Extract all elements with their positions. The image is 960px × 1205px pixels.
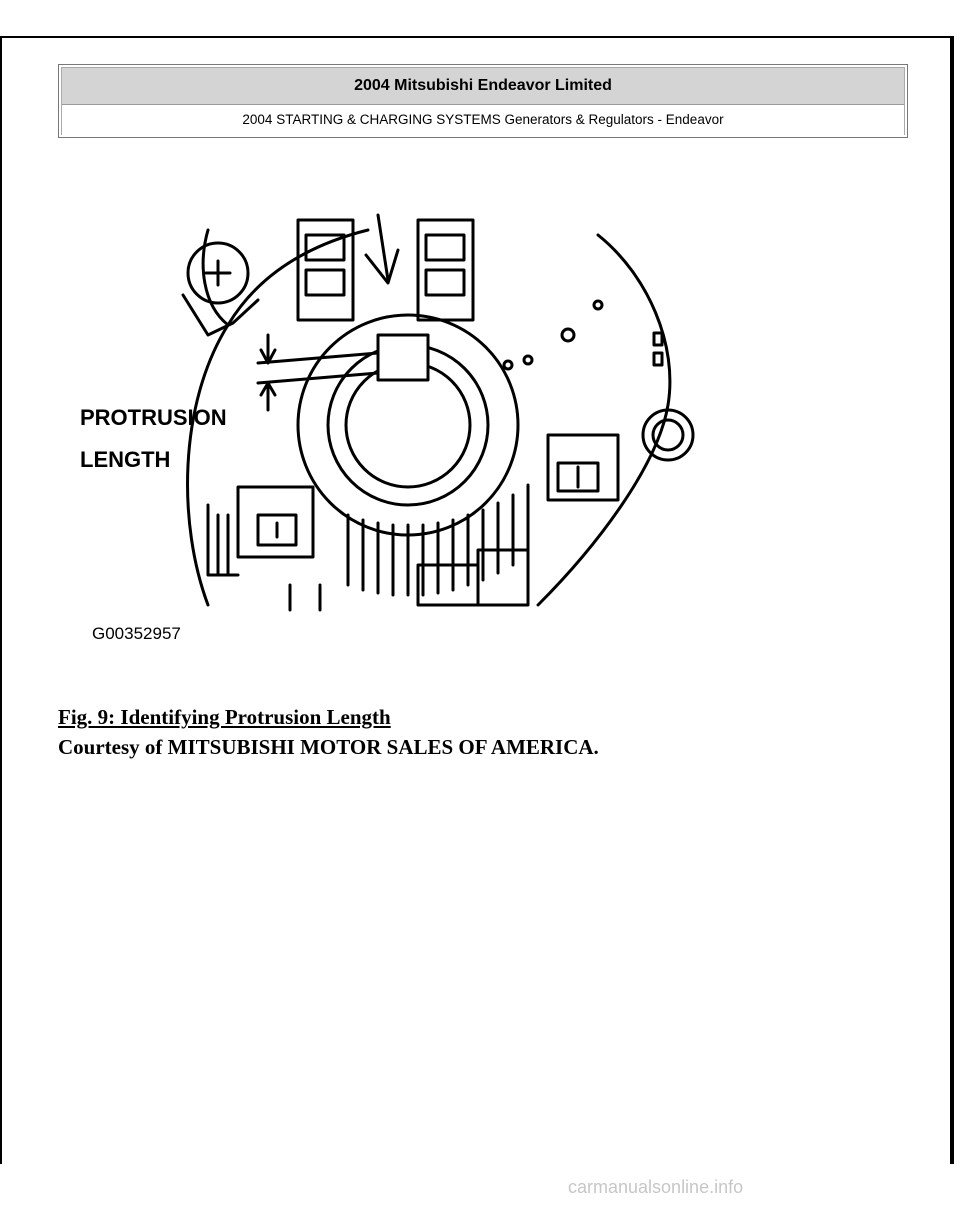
housing-outline-right	[536, 233, 672, 607]
figure-code: G00352957	[92, 624, 181, 643]
housing-top-left	[201, 228, 230, 327]
protrusion-line-bottom	[256, 371, 380, 385]
figure-caption: Fig. 9: Identifying Protrusion Length Co…	[58, 702, 898, 762]
header-subtitle: 2004 STARTING & CHARGING SYSTEMS Generat…	[62, 105, 904, 135]
header-inner: 2004 Mitsubishi Endeavor Limited 2004 ST…	[61, 67, 905, 135]
arrow-stem	[376, 213, 390, 282]
label-length: LENGTH	[80, 447, 170, 472]
figure-courtesy: Courtesy of MITSUBISHI MOTOR SALES OF AM…	[58, 735, 599, 759]
inner-ring	[344, 361, 472, 489]
protrusion-tab	[376, 333, 430, 382]
watermark: carmanualsonline.info	[568, 1177, 744, 1197]
arrow-head	[364, 248, 400, 285]
housing-outline-left	[186, 228, 370, 607]
screw-head	[186, 241, 250, 305]
page-frame	[0, 36, 954, 1164]
protrusion-line-top	[256, 351, 380, 365]
figure-title: Fig. 9: Identifying Protrusion Length	[58, 705, 391, 729]
connector-left	[236, 485, 315, 559]
header-title: 2004 Mitsubishi Endeavor Limited	[62, 68, 904, 105]
regulator-diagram: PROTRUSION LENGTH G00352957	[80, 213, 695, 643]
screw-bracket	[181, 293, 260, 337]
heat-sink-fins	[346, 483, 530, 597]
figure-illustration: PROTRUSION LENGTH G00352957	[58, 205, 718, 655]
document-header: 2004 Mitsubishi Endeavor Limited 2004 ST…	[58, 64, 908, 138]
terminal-block-left	[296, 218, 355, 322]
bolt-right	[641, 408, 695, 462]
hole	[560, 327, 576, 343]
connector-right	[546, 433, 620, 502]
label-protrusion: PROTRUSION	[80, 405, 227, 430]
